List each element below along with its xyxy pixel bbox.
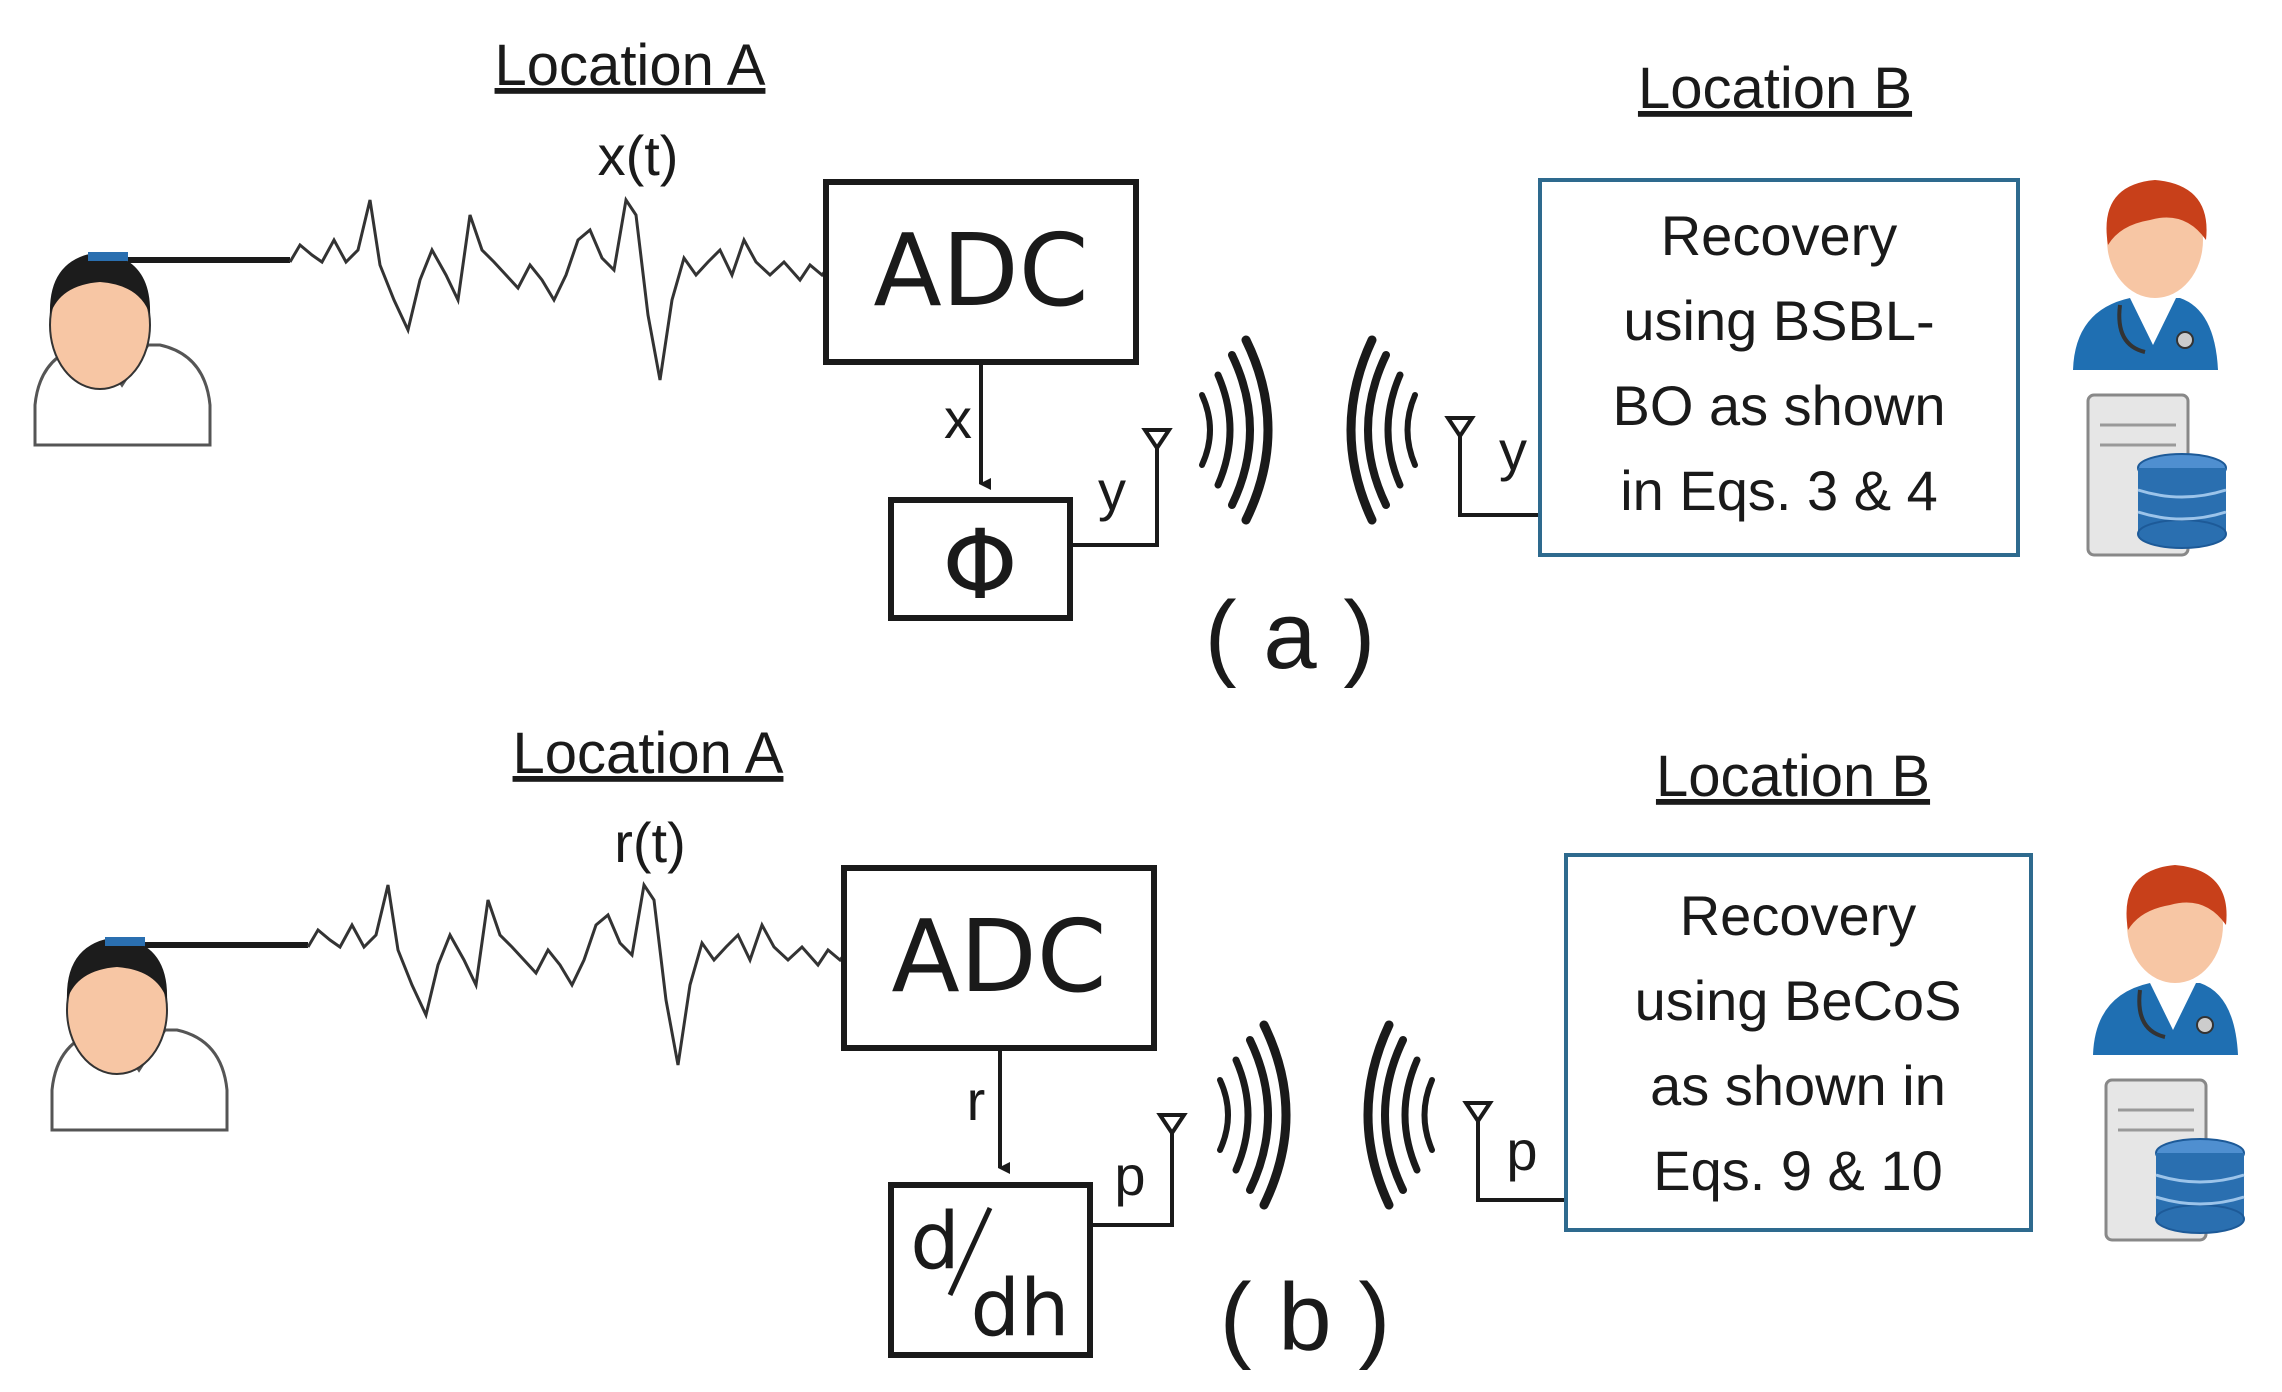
patient-icon (33, 252, 212, 447)
transmit-waves-icon (1217, 1020, 1291, 1210)
signal-label: r(t) (614, 811, 686, 874)
recovery-line-3: as shown in (1650, 1054, 1946, 1117)
caption-a: ( a ) (1205, 582, 1376, 689)
location-a-label: Location A (495, 33, 766, 98)
eeg-waveform (288, 196, 828, 381)
recovery-line-4: Eqs. 9 & 10 (1653, 1139, 1943, 1202)
recovery-line-4: in Eqs. 3 & 4 (1620, 459, 1938, 522)
doctor-icon (2073, 180, 2218, 370)
receive-antenna (1444, 416, 1540, 517)
transmit-antenna (1090, 1113, 1188, 1227)
receive-antenna (1462, 1101, 1566, 1202)
phi-box: Φ (888, 497, 1073, 621)
doctor-icon (2093, 865, 2238, 1055)
receive-waves-icon (1346, 335, 1418, 525)
panel-a: Location A Location B x(t) ADC x Φ y (33, 33, 2227, 689)
location-a-label: Location A (513, 721, 784, 786)
derivative-denominator: dh (971, 1264, 1070, 1354)
tx-label-p: p (1114, 1144, 1145, 1207)
rx-label-y: y (1499, 419, 1527, 482)
adc-label: ADC (891, 898, 1106, 1015)
arrow-label-x: x (944, 387, 972, 450)
signal-label: x(t) (598, 124, 679, 187)
phi-label: Φ (942, 509, 1018, 621)
caption-b: ( b ) (1220, 1264, 1391, 1371)
derivative-slash (947, 1206, 993, 1297)
transmit-waves-icon (1199, 335, 1273, 525)
panel-b: Location A Location B r(t) ADC r d dh (50, 721, 2245, 1371)
server-database-icon (2104, 1078, 2245, 1242)
location-b-label: Location B (1656, 744, 1930, 809)
location-b-label: Location B (1638, 56, 1912, 121)
recovery-line-1: Recovery (1680, 884, 1917, 947)
server-database-icon (2086, 393, 2227, 557)
adc-box: ADC (823, 179, 1139, 365)
adc-label: ADC (873, 212, 1088, 329)
recovery-box: Recovery using BSBL- BO as shown in Eqs.… (1538, 178, 2020, 557)
derivative-box: d dh (888, 1182, 1093, 1358)
transmit-antenna (1070, 428, 1173, 547)
recovery-line-1: Recovery (1661, 204, 1898, 267)
adc-box: ADC (841, 865, 1157, 1051)
receive-waves-icon (1363, 1020, 1435, 1210)
recovery-line-3: BO as shown (1612, 374, 1945, 437)
recovery-line-2: using BSBL- (1623, 289, 1934, 352)
eeg-waveform (306, 881, 846, 1066)
tx-label-y: y (1098, 459, 1126, 522)
derivative-numerator: d (910, 1197, 960, 1287)
arrow-label-r: r (967, 1069, 986, 1132)
recovery-box: Recovery using BeCoS as shown in Eqs. 9 … (1564, 853, 2033, 1232)
patient-icon (50, 937, 229, 1132)
rx-label-p: p (1506, 1119, 1537, 1182)
recovery-line-2: using BeCoS (1635, 969, 1962, 1032)
